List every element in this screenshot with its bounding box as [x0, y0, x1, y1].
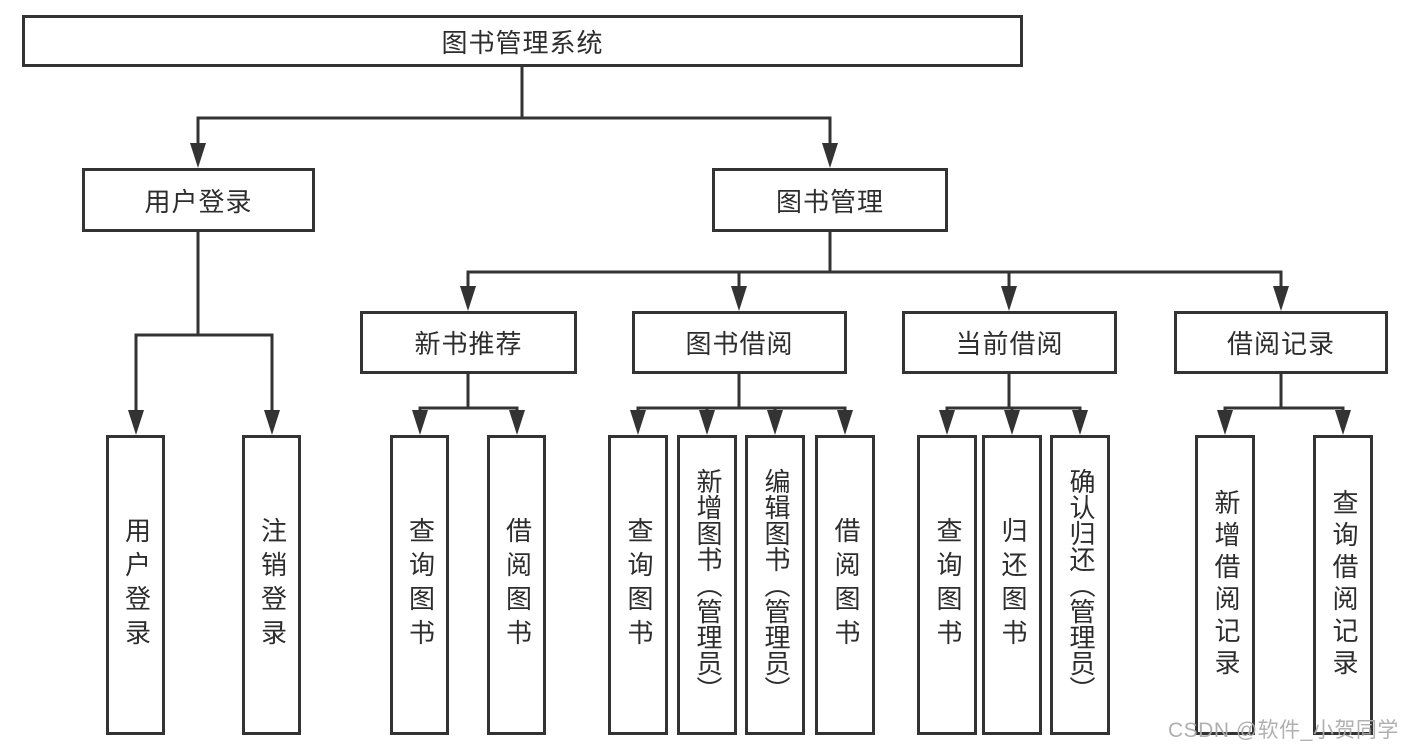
leaf-borrow-edit-admin-label: 编辑图书（管理员） — [760, 468, 791, 702]
leaf-borrow-edit-admin: 编辑图书（管理员） — [745, 435, 805, 735]
leaf-user-login: 用户登录 — [106, 435, 165, 735]
leaf-current-confirm-admin: 确认归还（管理员） — [1050, 435, 1110, 735]
leaf-user-login-label: 用户登录 — [121, 517, 152, 653]
leaf-newbook-query: 查询图书 — [390, 435, 449, 735]
leaf-current-return-label: 归还图书 — [997, 517, 1028, 653]
leaf-current-query-label: 查询图书 — [932, 517, 963, 653]
node-library-system: 图书管理系统 — [22, 15, 1023, 67]
leaf-logout-label: 注销登录 — [257, 517, 288, 653]
leaf-borrow-query-label: 查询图书 — [623, 517, 654, 653]
node-user-login-label: 用户登录 — [144, 186, 253, 217]
leaf-records-query-label: 查询借阅记录 — [1328, 489, 1359, 681]
node-current-borrow-label: 当前借阅 — [955, 329, 1064, 359]
node-book-borrow-label: 图书借阅 — [685, 329, 794, 359]
node-current-borrow: 当前借阅 — [902, 311, 1117, 374]
leaf-borrow-borrow: 借阅图书 — [815, 435, 875, 735]
node-book-management-label: 图书管理 — [775, 186, 884, 217]
leaf-borrow-borrow-label: 借阅图书 — [830, 517, 861, 653]
node-borrow-records-label: 借阅记录 — [1226, 329, 1335, 359]
node-new-book-recommend: 新书推荐 — [360, 311, 577, 374]
node-user-login: 用户登录 — [82, 168, 315, 232]
leaf-records-add: 新增借阅记录 — [1195, 435, 1255, 735]
leaf-borrow-query: 查询图书 — [608, 435, 668, 735]
leaf-newbook-borrow: 借阅图书 — [487, 435, 546, 735]
leaf-borrow-add-admin: 新增图书（管理员） — [677, 435, 737, 735]
node-book-management: 图书管理 — [712, 168, 948, 232]
node-borrow-records: 借阅记录 — [1174, 311, 1388, 374]
leaf-current-return: 归还图书 — [982, 435, 1042, 735]
leaf-borrow-add-admin-label: 新增图书（管理员） — [692, 468, 723, 702]
leaf-newbook-borrow-label: 借阅图书 — [502, 517, 533, 653]
leaf-records-query: 查询借阅记录 — [1313, 435, 1373, 735]
leaf-newbook-query-label: 查询图书 — [405, 517, 436, 653]
leaf-records-add-label: 新增借阅记录 — [1210, 489, 1241, 681]
node-book-borrow: 图书借阅 — [632, 311, 847, 374]
watermark: CSDN @软件_小贺同学 — [1168, 719, 1399, 742]
leaf-current-confirm-admin-label: 确认归还（管理员） — [1065, 468, 1096, 702]
node-library-system-label: 图书管理系统 — [441, 27, 604, 58]
node-new-book-recommend-label: 新书推荐 — [414, 329, 523, 359]
leaf-current-query: 查询图书 — [917, 435, 977, 735]
leaf-logout: 注销登录 — [242, 435, 301, 735]
